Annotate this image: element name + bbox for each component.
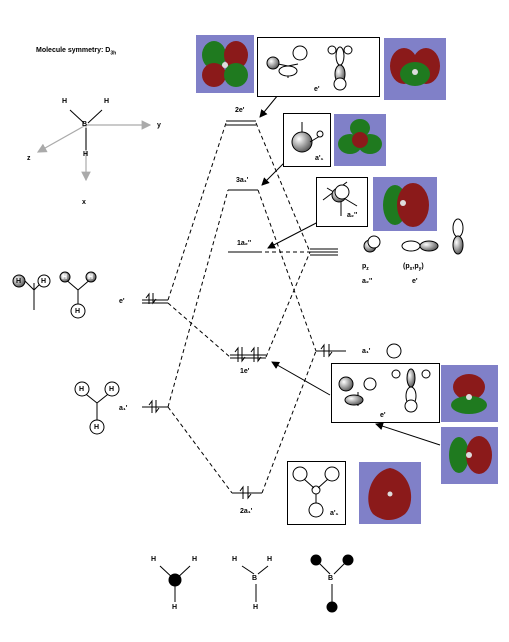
axis-x-label: x: [82, 199, 86, 206]
salc-a1-h1: H: [79, 386, 85, 393]
boron-e-label: e': [412, 278, 418, 285]
boron-p-level: [310, 248, 338, 256]
ligand-a1-figure: [74, 381, 120, 435]
ligand-e-figure: [12, 271, 97, 319]
e-box: e': [331, 363, 440, 423]
bottom-h3: H: [172, 604, 178, 611]
salc-a1-h2: H: [109, 386, 115, 393]
bottom-h2: H: [192, 556, 198, 563]
a2-box: a₂'': [316, 177, 368, 227]
axes-h2: H: [104, 98, 110, 105]
top-e-box-label: e': [314, 86, 320, 93]
mo-image-3a1: [334, 114, 386, 166]
mo-image-2a1: [359, 462, 421, 524]
pointer-arrows: [259, 94, 441, 446]
mo-1e-label: 1e': [240, 368, 250, 375]
axes-figure: [36, 109, 152, 182]
bottom-h4: H: [232, 556, 238, 563]
bottom-b2: B: [328, 575, 334, 582]
a2-box-label: a₂'': [347, 212, 358, 219]
mo-image-2e-a: [196, 35, 254, 93]
axes-b: B: [82, 121, 88, 128]
mo-2e-level: [226, 120, 256, 126]
mo-1e-level: [230, 346, 266, 363]
salc-h2: H: [41, 278, 47, 285]
salc-a1-h3: H: [94, 424, 100, 431]
salc-h1: H: [16, 278, 22, 285]
salc-h4: H: [88, 274, 94, 281]
axes-h3: H: [83, 151, 89, 158]
correlation-lines: [167, 122, 317, 494]
e-orbital-sketch: [338, 368, 431, 413]
ligand-e-label: e': [119, 298, 125, 305]
bottom-h5: H: [267, 556, 273, 563]
axis-y-label: y: [157, 122, 161, 129]
ligand-a1-label: a₁': [119, 405, 128, 412]
a1-bottom-box-label: a'₁: [330, 510, 339, 517]
a1-box-label: a'₁: [315, 155, 324, 162]
axis-z-label: z: [27, 155, 31, 162]
a1-orbital-sketch: [291, 122, 324, 153]
mo-image-1e-a: [441, 365, 498, 422]
boron-pxpy-label: (px,py): [403, 263, 424, 272]
mo-image-1e-b: [441, 427, 498, 484]
top-e-orbital-sketch: [266, 45, 353, 91]
molecule-symmetry-label: Molecule symmetry: D3h: [36, 47, 117, 57]
a1-box: a'₁: [283, 113, 331, 167]
boron-s-level: [316, 343, 346, 358]
mo-2a1-level: [232, 485, 262, 500]
bottom-h6: H: [253, 604, 259, 611]
ligand-e-level: [142, 292, 168, 305]
mo-image-1a2: [373, 177, 437, 231]
mo-3a1-label: 3a₁': [236, 177, 249, 184]
salc-h5: H: [75, 308, 81, 315]
bottom-b1: B: [252, 575, 258, 582]
axes-h1: H: [62, 98, 68, 105]
e-box-label: e': [380, 412, 386, 419]
boron-pz-label: pz: [362, 263, 369, 272]
a1-bottom-orbital-sketch: [292, 466, 340, 518]
mo-2e-label: 2e': [235, 107, 245, 114]
mo-image-2e-b: [384, 38, 446, 100]
mo-2a1-label: 2a₁': [240, 508, 253, 515]
bottom-h1: H: [151, 556, 157, 563]
top-e-box: e': [257, 37, 380, 97]
bottom-structures: [159, 554, 354, 613]
boron-a1-label: a₁': [362, 348, 371, 355]
ligand-a1-level: [142, 399, 168, 414]
boron-a2-label: a₂'': [362, 278, 373, 285]
boron-orbital-shapes: [363, 218, 464, 359]
a1-bottom-box: a'₁: [287, 461, 346, 525]
salc-h3: H: [62, 274, 68, 281]
a2-orbital-sketch: [322, 181, 358, 216]
mo-1a2-label: 1a₂'': [237, 240, 252, 247]
